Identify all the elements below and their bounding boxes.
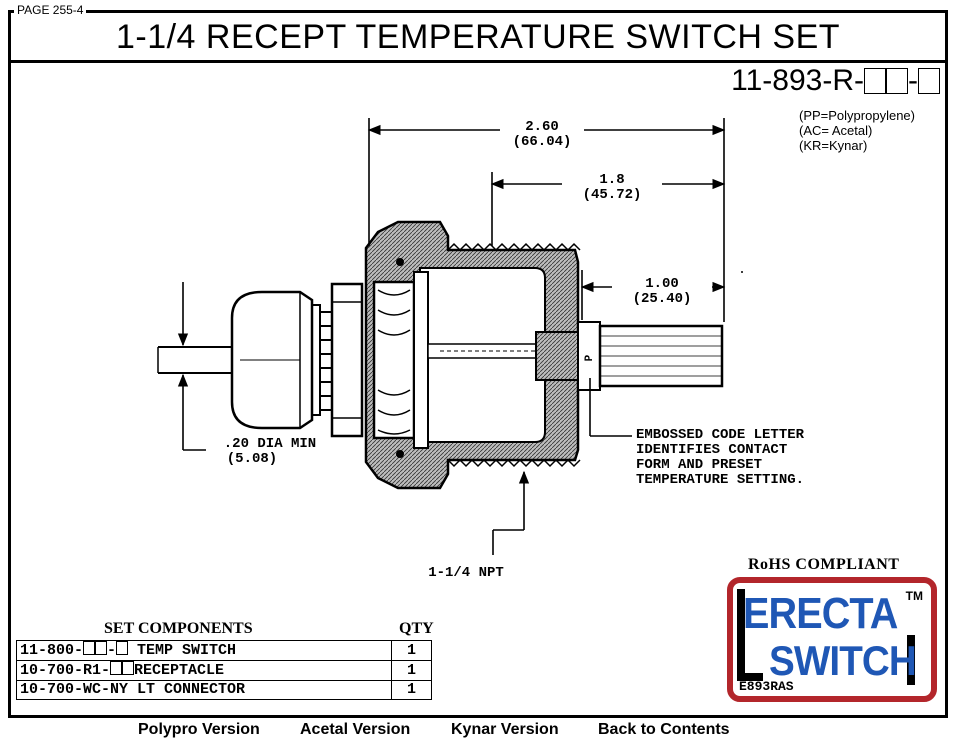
switch-stem <box>427 343 539 359</box>
component-sep: - <box>107 642 117 659</box>
note-line: IDENTIFIES CONTACT <box>636 442 788 458</box>
acetal-version-link[interactable]: Acetal Version <box>300 721 411 738</box>
components-table: 11-800- - TEMP SWITCH 1 10-700-R1- RECEPTA… <box>16 640 432 700</box>
back-to-contents-link[interactable]: Back to Contents <box>598 721 730 738</box>
material-legend: (PP=Polypropylene) (AC= Acetal) (KR=Kyna… <box>799 108 915 153</box>
code-box <box>83 641 96 655</box>
note-line: EMBOSSED CODE LETTER <box>636 427 805 443</box>
material-kr: (KR=Kynar) <box>799 138 868 153</box>
drawing-code: E893RAS <box>739 679 794 694</box>
wire <box>157 346 240 374</box>
locknut <box>330 282 364 438</box>
component-desc: RECEPTACLE <box>134 662 225 679</box>
dim-overall: 2.60 (66.04) <box>500 120 584 150</box>
material-code-box <box>886 68 908 94</box>
dim-wire-in: .20 DIA MIN <box>223 436 317 452</box>
part-number-sep: - <box>908 64 918 97</box>
component-code: 10-700-R1- <box>20 662 111 679</box>
dim-probe: 1.00 (25.40) <box>612 277 712 307</box>
dim-wire-mm: (5.08) <box>226 451 278 467</box>
dim-thread-length-in: 1.8 <box>599 172 625 188</box>
component-desc: TEMP SWITCH <box>128 642 237 659</box>
version-nav: Polypro Version Acetal Version Kynar Ver… <box>0 721 960 743</box>
component-name: 11-800- - TEMP SWITCH <box>16 640 392 661</box>
code-box <box>95 641 108 655</box>
page-title: 1-1/4 RECEPT TEMPERATURE SWITCH SET <box>115 17 841 56</box>
part-number: 11-893-R- - <box>731 64 940 98</box>
table-row: 11-800- - TEMP SWITCH 1 <box>16 640 432 661</box>
part-number-prefix: 11-893-R- <box>731 64 864 97</box>
dim-probe-mm: (25.40) <box>632 291 692 307</box>
code-letter-note: EMBOSSED CODE LETTER IDENTIFIES CONTACT … <box>636 428 804 488</box>
rohs-label: RoHS COMPLIANT <box>748 556 900 573</box>
erecta-switch-logo: TM ERECTA SWITCH E893RAS <box>727 577 937 702</box>
dim-overall-mm: (66.04) <box>512 134 572 150</box>
component-qty: 1 <box>391 660 432 681</box>
material-code-box <box>864 68 886 94</box>
note-line: FORM AND PRESET <box>636 457 763 473</box>
dim-overall-in: 2.60 <box>525 119 559 135</box>
dim-thread-length: 1.8 (45.72) <box>562 173 662 203</box>
kynar-version-link[interactable]: Kynar Version <box>451 721 559 738</box>
component-name: 10-700-R1- RECEPTACLE <box>16 660 392 681</box>
note-line: TEMPERATURE SETTING. <box>636 472 805 488</box>
material-pp: (PP=Polypropylene) <box>799 108 915 123</box>
component-code: 11-800- <box>20 642 84 659</box>
qty-title: QTY <box>399 620 434 637</box>
table-row: 10-700-WC-NY LT CONNECTOR 1 <box>16 680 432 700</box>
page-tag: PAGE 255-4 <box>14 3 87 17</box>
code-box <box>110 661 123 675</box>
title-bar: 1-1/4 RECEPT TEMPERATURE SWITCH SET <box>8 10 948 63</box>
code-letter: P <box>584 354 596 361</box>
code-box <box>116 641 129 655</box>
contact-code-box <box>918 68 940 94</box>
drawing-frame <box>8 10 948 718</box>
logo-tm: TM <box>905 589 923 603</box>
polypro-version-link[interactable]: Polypro Version <box>138 721 260 738</box>
logo-switch: SWITCH <box>769 637 917 684</box>
component-name: 10-700-WC-NY LT CONNECTOR <box>16 680 392 700</box>
set-components-title: SET COMPONENTS <box>104 620 253 637</box>
dim-npt: 1-1/4 NPT <box>428 565 504 581</box>
connector-nut <box>230 290 332 430</box>
probe <box>598 324 724 388</box>
dim-thread-length-mm: (45.72) <box>582 187 642 203</box>
material-ac: (AC= Acetal) <box>799 123 873 138</box>
component-qty: 1 <box>391 640 432 661</box>
gland-stack <box>372 258 429 458</box>
table-row: 10-700-R1- RECEPTACLE 1 <box>16 660 432 681</box>
code-box <box>122 661 135 675</box>
dim-wire: .20 DIA MIN (5.08) <box>202 437 338 467</box>
component-qty: 1 <box>391 680 432 700</box>
logo-erecta: ERECTA <box>743 589 898 638</box>
dim-probe-in: 1.00 <box>645 276 679 292</box>
